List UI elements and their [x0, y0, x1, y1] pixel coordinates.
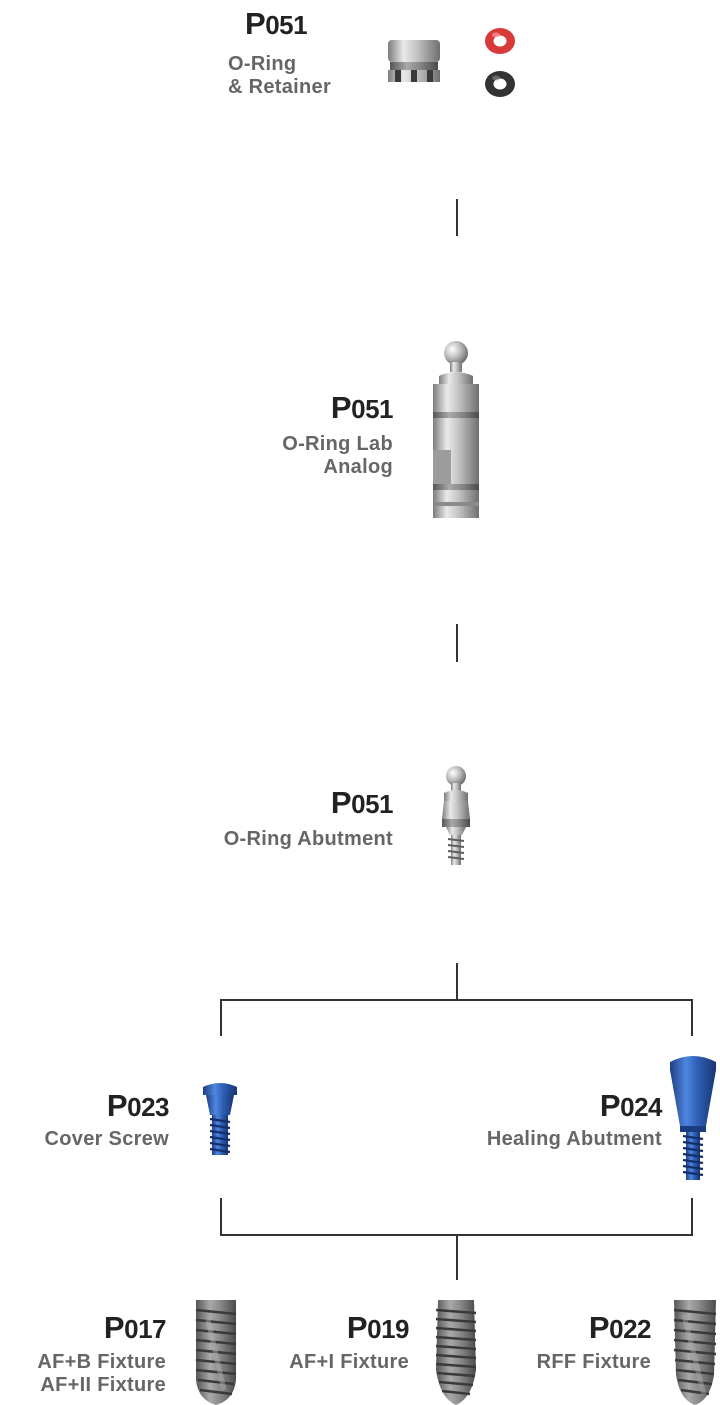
fixture-p017-part-code: P017: [103, 1310, 167, 1345]
fixture-p022-part-name: RFF Fixture: [536, 1351, 651, 1373]
retainer-part-name: O-Ring & Retainer: [228, 53, 332, 98]
healing-abutment-icon: [666, 1054, 720, 1182]
fixture-p017-part-name: AF+B Fixture AF+II Fixture: [37, 1351, 166, 1396]
lab-analog-part-name: O-Ring Lab Analog: [282, 433, 393, 478]
cover-screw-part-name: Cover Screw: [44, 1128, 169, 1150]
fixture-p019-part-code: P019: [346, 1310, 410, 1345]
retainer-icon: [386, 40, 442, 84]
abutment-part-name: O-Ring Abutment: [223, 828, 393, 850]
cover-screw-part-code: P023: [106, 1088, 170, 1123]
o-ring-red-icon: [482, 25, 518, 57]
connector-line: [220, 999, 693, 1001]
lab-analog-icon: [431, 340, 481, 522]
abutment-part-code: P051: [330, 785, 394, 820]
healing-abutment-part-code: P024: [599, 1088, 663, 1123]
connector-line: [456, 1234, 458, 1280]
healing-abutment-part-name: Healing Abutment: [486, 1128, 662, 1150]
connector-line: [456, 199, 458, 236]
connector-line: [691, 999, 693, 1036]
fixture-p022-part-code: P022: [588, 1310, 652, 1345]
fixture-icon: [434, 1300, 478, 1405]
fixture-p019-part-name: AF+I Fixture: [289, 1351, 409, 1373]
retainer-part-code: P051: [245, 6, 308, 41]
connector-line: [220, 999, 222, 1036]
abutment-icon: [434, 765, 478, 867]
connector-line: [456, 624, 458, 662]
o-ring-black-icon: [482, 68, 518, 100]
connector-line: [220, 1198, 222, 1235]
lab-analog-part-code: P051: [330, 390, 394, 425]
fixture-icon: [194, 1300, 238, 1405]
cover-screw-icon: [200, 1081, 240, 1157]
connector-line: [456, 963, 458, 1000]
fixture-icon: [672, 1300, 718, 1405]
connector-line: [691, 1198, 693, 1235]
